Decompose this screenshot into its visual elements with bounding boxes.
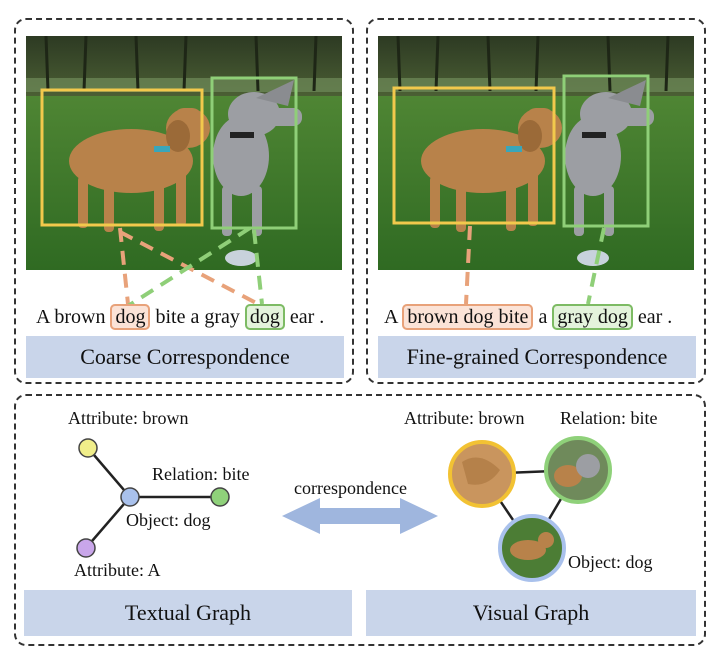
textual-label-attr-brown: Attribute: brown — [68, 408, 189, 428]
sentence-text: ear . — [632, 306, 673, 328]
fine-grained-sentence: A brown dog bite a gray dog ear . — [384, 304, 673, 330]
visual-graph-caption: Visual Graph — [366, 590, 696, 636]
sentence-text: A brown — [36, 306, 111, 328]
fine-grained-caption: Fine-grained Correspondence — [378, 336, 696, 378]
coarse-panel — [14, 18, 354, 384]
highlight-gray-dog-phrase: gray dog — [552, 304, 633, 330]
highlight-brown-dog-bite-phrase: brown dog bite — [402, 304, 534, 330]
correspondence-label: correspondence — [294, 478, 407, 498]
dogs-scene-image — [26, 36, 342, 270]
sentence-text: bite a gray — [150, 306, 245, 328]
highlight-gray-dog-word: dog — [244, 304, 285, 330]
fine-grained-photo — [378, 36, 694, 270]
sentence-text: ear . — [284, 306, 325, 328]
textual-label-attr-a: Attribute: A — [74, 560, 161, 580]
textual-label-relation: Relation: bite — [152, 464, 250, 484]
visual-label-attr-brown: Attribute: brown — [404, 408, 525, 428]
highlight-brown-dog-word: dog — [110, 304, 151, 330]
fine-grained-panel — [366, 18, 706, 384]
coarse-photo — [26, 36, 342, 270]
coarse-caption: Coarse Correspondence — [26, 336, 344, 378]
textual-graph-caption: Textual Graph — [24, 590, 352, 636]
coarse-sentence: A brown dog bite a gray dog ear . — [36, 304, 325, 330]
sentence-text: a — [533, 306, 553, 328]
visual-label-relation: Relation: bite — [560, 408, 658, 428]
sentence-text: A — [384, 306, 403, 328]
dogs-scene-image — [378, 36, 694, 270]
visual-label-object: Object: dog — [568, 552, 653, 572]
graph-panel — [14, 394, 706, 646]
textual-label-object: Object: dog — [126, 510, 211, 530]
